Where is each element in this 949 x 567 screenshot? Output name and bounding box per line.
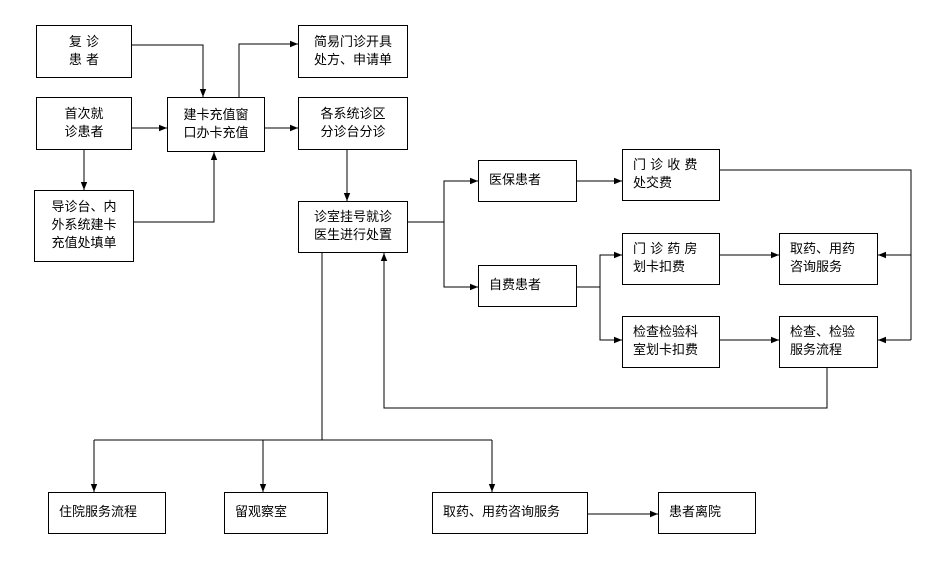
node-label: 简易门诊开具 处方、申请单 bbox=[313, 34, 392, 68]
node-label: 建卡充值窗 口办卡充值 bbox=[183, 107, 249, 141]
node-self-pay: 自费患者 bbox=[478, 265, 577, 307]
edge-return-to-card bbox=[132, 44, 207, 97]
node-observation: 留观察室 bbox=[224, 492, 328, 534]
edge-selfpay-to-lab bbox=[599, 287, 622, 344]
node-medicine-consult-final: 取药、用药咨询服务 bbox=[432, 492, 588, 534]
node-label: 复 诊 患 者 bbox=[68, 34, 100, 68]
node-label: 门 诊 药 房 划卡扣费 bbox=[633, 242, 698, 275]
node-first-visit: 首次就 诊患者 bbox=[36, 97, 132, 150]
node-insured: 医保患者 bbox=[478, 160, 577, 202]
node-label: 医保患者 bbox=[489, 173, 542, 188]
node-label: 首次就 诊患者 bbox=[64, 106, 104, 140]
node-label: 各系统诊区 分诊台分诊 bbox=[320, 106, 386, 140]
node-consult-room: 诊室挂号就诊 医生进行处置 bbox=[298, 201, 408, 253]
edge-consult-to-insured bbox=[443, 177, 478, 222]
node-label: 取药、用药 咨询服务 bbox=[790, 242, 856, 275]
node-discharge: 患者离院 bbox=[658, 492, 756, 534]
edge-selfpay-to-pharmacy bbox=[599, 251, 622, 287]
node-label: 检查、检验 服务流程 bbox=[790, 325, 856, 358]
node-label: 住院服务流程 bbox=[59, 505, 138, 520]
edge-consult-to-selfpay bbox=[443, 222, 478, 291]
node-lab-card: 检查检验科 室划卡扣费 bbox=[622, 316, 720, 368]
edge-cashier-bus bbox=[720, 169, 912, 340]
node-clinic-cashier: 门 诊 收 费 处交费 bbox=[622, 149, 720, 201]
node-triage: 各系统诊区 分诊台分诊 bbox=[298, 97, 408, 150]
node-inpatient: 住院服务流程 bbox=[48, 492, 166, 534]
edge-card-to-simple bbox=[238, 40, 298, 97]
node-label: 诊室挂号就诊 医生进行处置 bbox=[313, 210, 392, 243]
edge-guide-to-card bbox=[134, 152, 218, 223]
node-label: 取药、用药咨询服务 bbox=[443, 505, 561, 520]
node-card-window: 建卡充值窗 口办卡充值 bbox=[167, 97, 265, 152]
node-return-patient: 复 诊 患 者 bbox=[36, 25, 132, 78]
node-medicine-consult: 取药、用药 咨询服务 bbox=[779, 233, 878, 285]
node-simple-clinic: 简易门诊开具 处方、申请单 bbox=[298, 25, 408, 78]
edge-exam-return bbox=[380, 253, 828, 409]
node-exam-service: 检查、检验 服务流程 bbox=[779, 316, 878, 368]
node-label: 患者离院 bbox=[669, 505, 722, 520]
node-label: 检查检验科 室划卡扣费 bbox=[633, 325, 699, 358]
node-label: 自费患者 bbox=[489, 278, 542, 293]
node-guide-desk: 导诊台、内 外系统建卡 充值处填单 bbox=[34, 190, 134, 262]
node-pharmacy-card: 门 诊 药 房 划卡扣费 bbox=[622, 233, 720, 285]
node-label: 留观察室 bbox=[235, 505, 288, 520]
node-label: 导诊台、内 外系统建卡 充值处填单 bbox=[51, 200, 117, 251]
node-label: 门 诊 收 费 处交费 bbox=[633, 158, 698, 191]
